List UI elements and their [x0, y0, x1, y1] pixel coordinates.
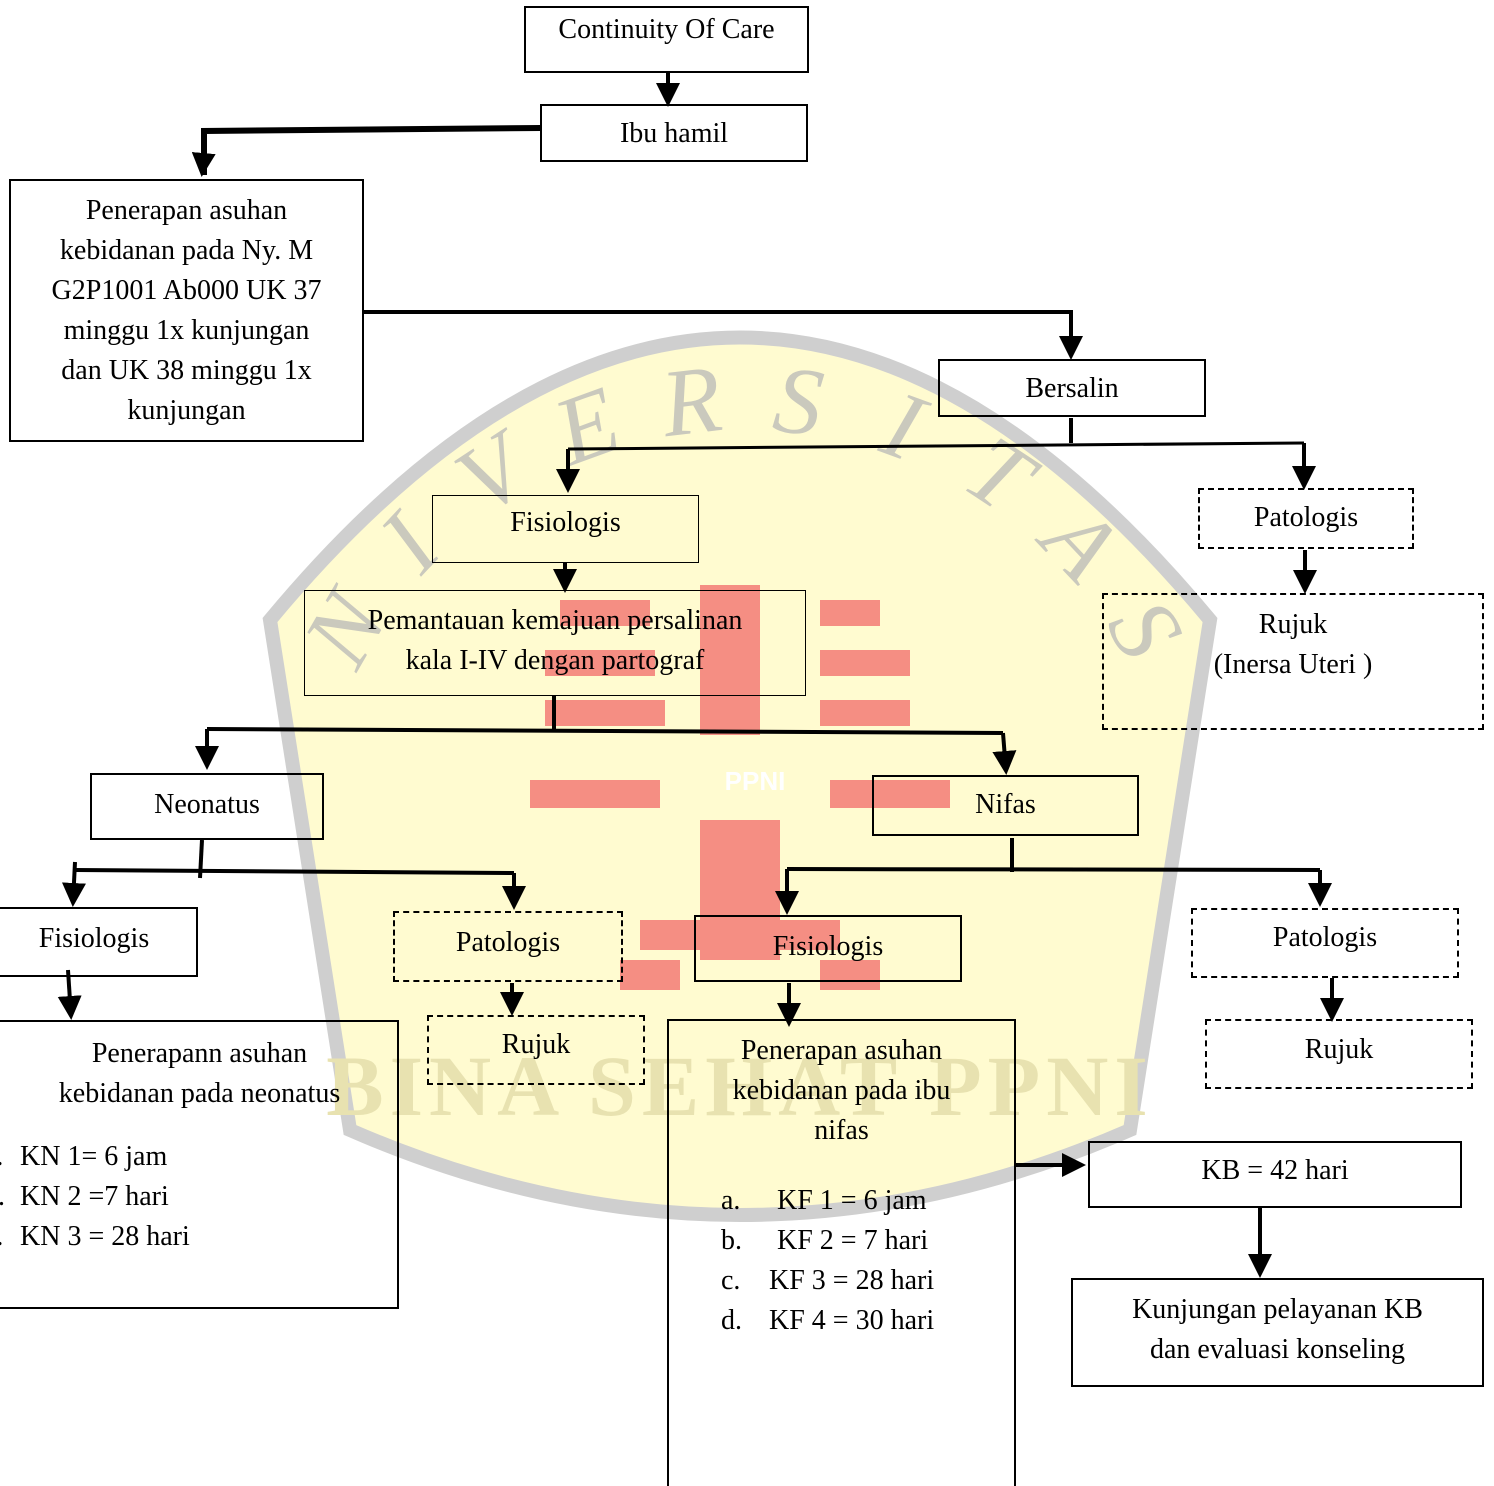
node-penerapan-asuhan-nifas: Penerapan asuhan kebidanan pada ibu nifa… [667, 1019, 1016, 1486]
node-patologis-nifas: Patologis [1191, 908, 1459, 978]
watermark-emblem [530, 585, 950, 990]
watermark-arc-letter: R [655, 344, 727, 457]
node-fisiologis-bersalin: Fisiologis [432, 495, 699, 563]
node-rujuk-nifas: Rujuk [1205, 1019, 1473, 1089]
kunjungan-nifas-item: b.KF 2 = 7 hari [721, 1225, 929, 1256]
kunjungan-nifas-item: d.KF 4 = 30 hari [721, 1305, 935, 1336]
node-patologis-bersalin: Patologis [1198, 488, 1414, 549]
kunjungan-neonatus-item: b.KN 2 =7 hari [0, 1181, 169, 1212]
kunjungan-nifas-item: a.KF 1 = 6 jam [721, 1185, 927, 1216]
kunjungan-nifas-item: c.KF 3 = 28 hari [721, 1265, 935, 1296]
node-bersalin: Bersalin [938, 359, 1206, 417]
kunjungan-nifas-list: a.KF 1 = 6 jam b.KF 2 = 7 hari c.KF 3 = … [721, 1181, 934, 1341]
kunjungan-neonatus-list: a.KN 1= 6 jam b.KN 2 =7 hari c.KN 3 = 28… [0, 1137, 190, 1257]
node-nifas: Nifas [872, 775, 1139, 836]
node-kb: KB = 42 hari [1088, 1141, 1462, 1208]
node-fisiologis-nifas: Fisiologis [694, 915, 962, 982]
node-ibu-hamil: Ibu hamil [540, 104, 808, 162]
node-patologis-neonatus: Patologis [393, 911, 623, 982]
node-kunjungan-pelayanan-kb: Kunjungan pelayanan KB dan evaluasi kons… [1071, 1278, 1484, 1387]
watermark-bottom-text: BINA SEHAT PPNI [326, 1038, 1154, 1134]
node-rujuk-bersalin: Rujuk (Inersa Uteri ) [1102, 593, 1484, 730]
node-continuity-of-care: Continuity Of Care [524, 6, 809, 73]
kunjungan-neonatus-item: c.KN 3 = 28 hari [0, 1221, 190, 1252]
node-fisiologis-neonatus: Fisiologis [0, 907, 198, 977]
node-penerapan-asuhan-hamil: Penerapan asuhan kebidanan pada Ny. M G2… [9, 179, 364, 442]
node-pemantauan-persalinan: Pemantauan kemajuan persalinan kala I-IV… [304, 590, 806, 696]
node-penerapan-asuhan-neonatus: Penerapann asuhan kebidanan pada neonatu… [0, 1020, 399, 1309]
node-neonatus: Neonatus [90, 773, 324, 840]
watermark-emblem-label: PPNI [725, 766, 786, 796]
node-rujuk-neonatus: Rujuk [427, 1015, 645, 1085]
kunjungan-neonatus-item: a.KN 1= 6 jam [0, 1141, 168, 1172]
